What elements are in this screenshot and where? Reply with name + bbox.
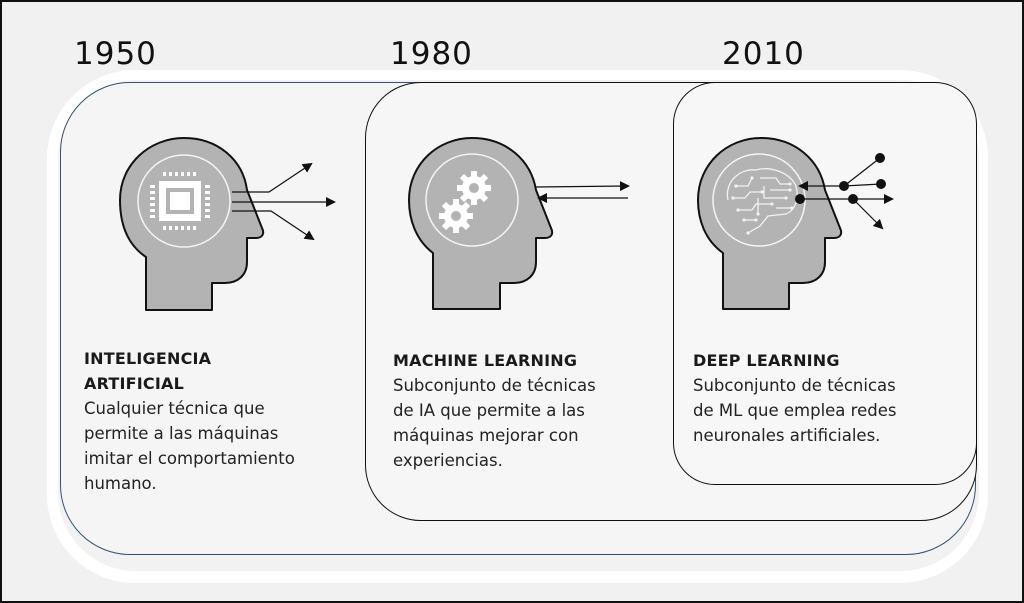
ml-stage-desc-line1: Subconjunto de técnicas	[393, 376, 596, 395]
dl-stage-desc-line2: de ML que emplea redes	[693, 401, 897, 420]
ai-stage-desc-line3: imitar el comportamiento	[84, 449, 295, 468]
ai-stage-desc-line2: permite a las máquinas	[84, 424, 279, 443]
ai-stage-desc-line4: humano.	[84, 474, 157, 493]
dl-stage-desc-line1: Subconjunto de técnicas	[693, 376, 896, 395]
circuit-brain-icon	[726, 168, 798, 235]
head-silhouette-icon	[119, 137, 265, 311]
ml-stage-text: MACHINE LEARNING Subconjunto de técnicas…	[393, 348, 653, 473]
dl-stage-title: DEEP LEARNING	[693, 351, 840, 370]
dl-stage-text: DEEP LEARNING Subconjunto de técnicas de…	[693, 348, 953, 448]
head-silhouette-icon	[697, 137, 843, 310]
output-arrows-icon	[232, 162, 336, 241]
ml-stage-title: MACHINE LEARNING	[393, 351, 578, 370]
head-silhouette-icon	[408, 137, 554, 310]
ai-stage-text: INTELIGENCIA ARTIFICIAL Cualquier técnic…	[84, 346, 344, 496]
network-nodes-icon	[795, 153, 886, 204]
ai-stage-title-line1: INTELIGENCIA	[84, 349, 212, 368]
dl-stage-desc-line3: neuronales artificiales.	[693, 426, 881, 445]
ml-stage-desc-line2: de IA que permite a las	[393, 401, 585, 420]
ml-stage-desc-line4: experiencias.	[393, 451, 503, 470]
year-label-1950: 1950	[74, 36, 157, 72]
gears-icon	[439, 171, 491, 233]
year-label-1980: 1980	[390, 36, 473, 72]
year-label-2010: 2010	[722, 36, 805, 72]
ai-stage-title-line2: ARTIFICIAL	[84, 374, 185, 393]
feedback-arrows-icon	[534, 181, 630, 203]
neural-network-icon	[798, 157, 894, 230]
ml-stage-desc-line3: máquinas mejorar con	[393, 426, 579, 445]
ai-stage-desc-line1: Cualquier técnica que	[84, 399, 265, 418]
microchip-icon	[150, 172, 210, 230]
